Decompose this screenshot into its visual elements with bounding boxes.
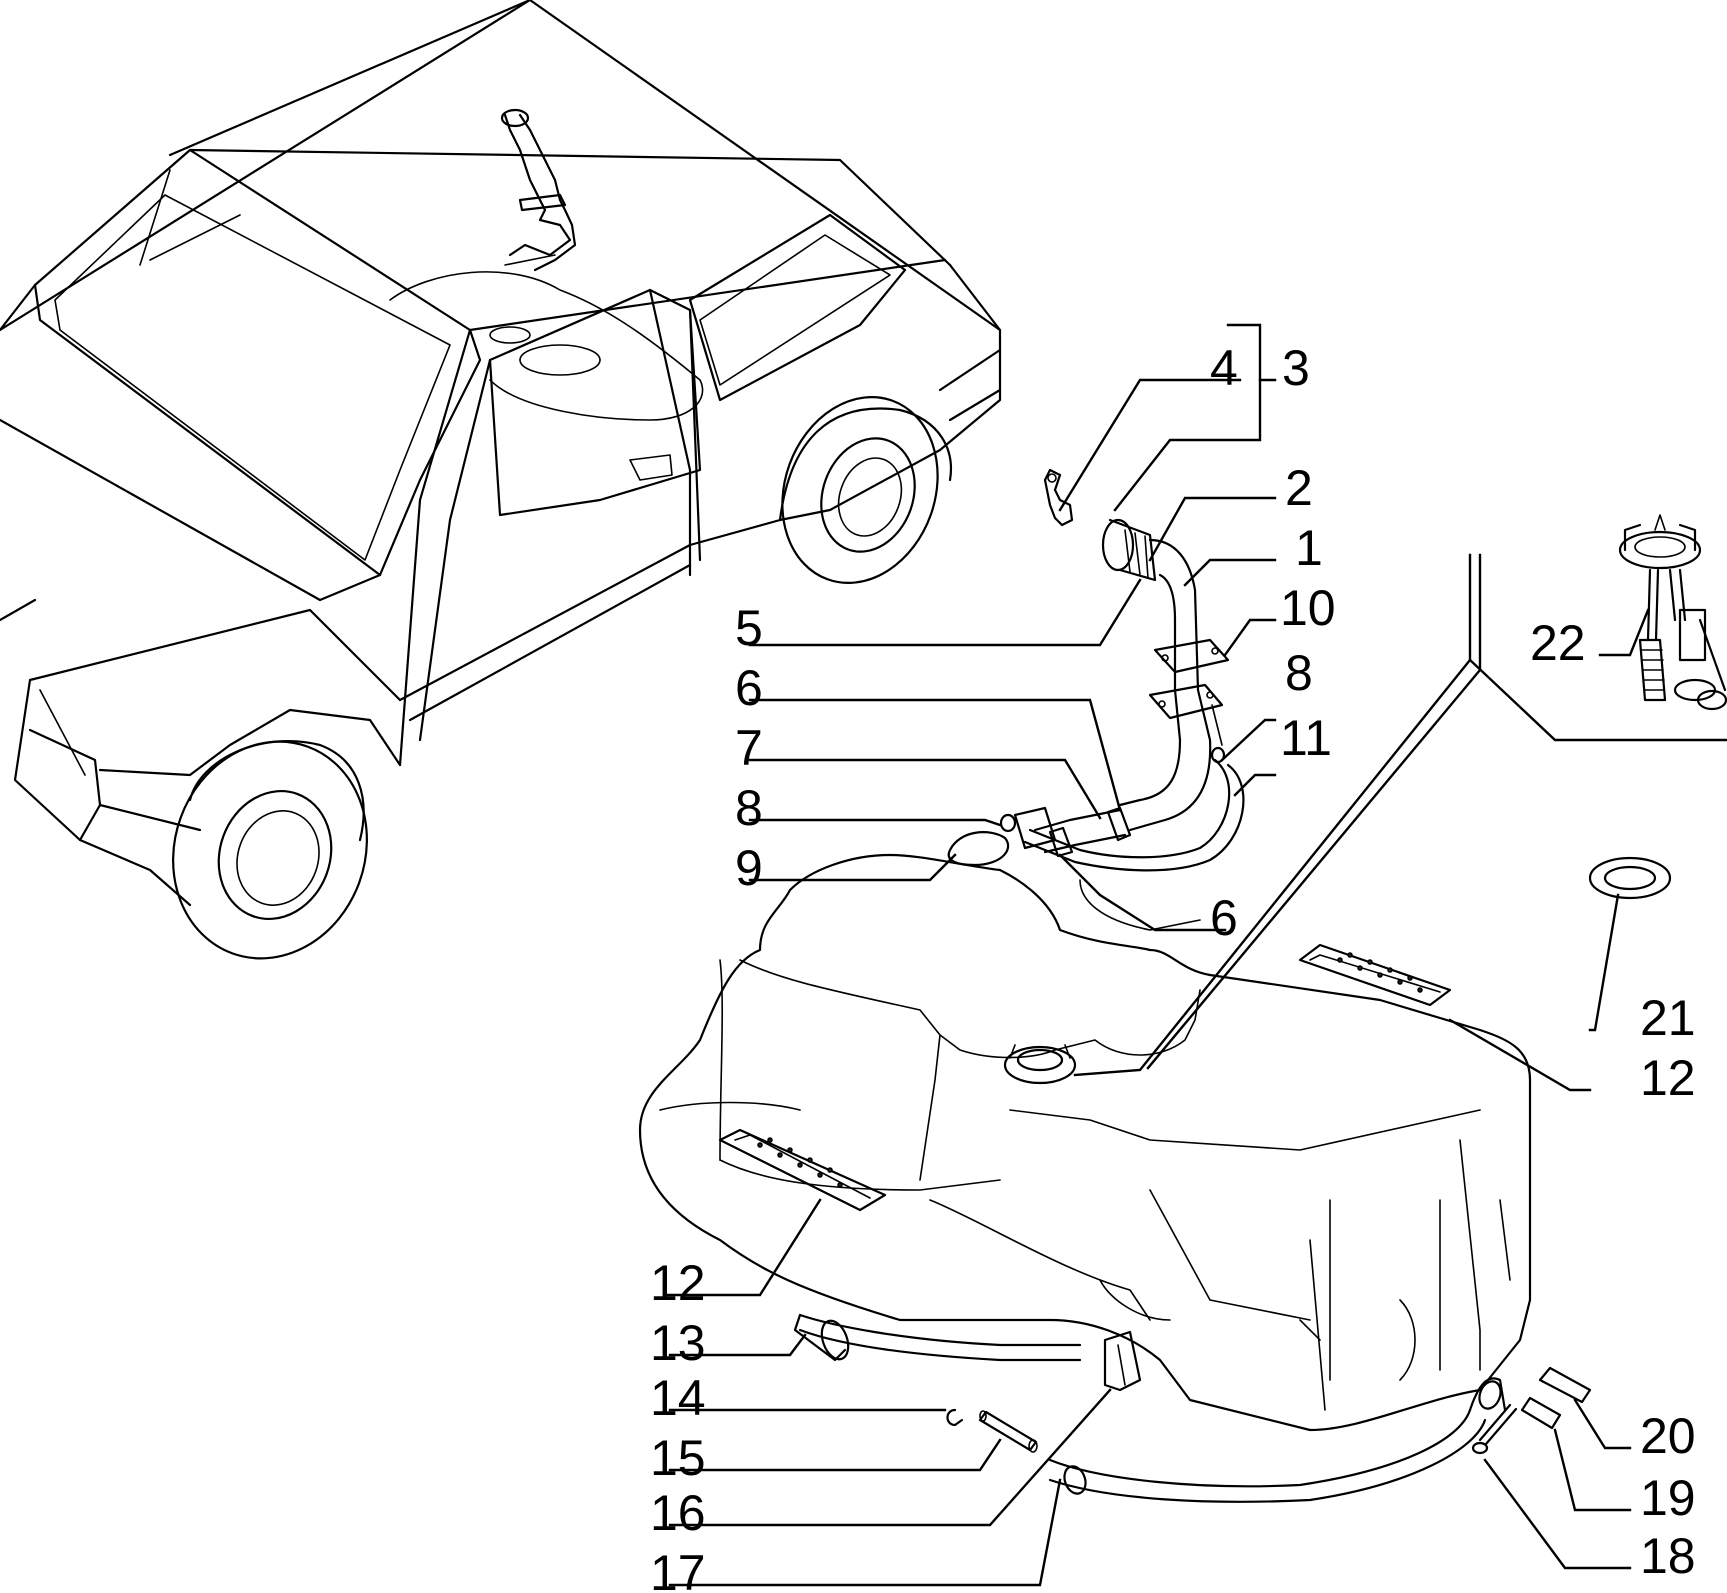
callout-13: 13: [650, 1315, 706, 1371]
callout-8-lower: 8: [735, 780, 763, 836]
callout-11: 11: [1280, 710, 1332, 766]
callout-18: 18: [1640, 1528, 1696, 1584]
callout-labels: 1 2 3 4 5 6 6 7 8 8 9 10 11 12 12 13 14 …: [650, 340, 1696, 1593]
tank-straps: [793, 1313, 1592, 1503]
callout-3: 3: [1282, 340, 1310, 396]
seal-ring: [1588, 856, 1672, 900]
callout-22: 22: [1530, 615, 1586, 671]
callout-17: 17: [650, 1545, 706, 1593]
callout-19: 19: [1640, 1470, 1696, 1526]
callout-16: 16: [650, 1485, 706, 1541]
callout-2: 2: [1285, 460, 1313, 516]
callout-21: 21: [1640, 990, 1696, 1046]
divider-lines: [1073, 553, 1727, 1077]
filler-neck-assembly: [947, 468, 1245, 872]
callout-14: 14: [650, 1370, 706, 1426]
callout-15: 15: [650, 1430, 706, 1486]
callout-20: 20: [1640, 1408, 1696, 1464]
callout-12-left: 12: [650, 1255, 706, 1311]
callout-9: 9: [735, 840, 763, 896]
callout-8-upper: 8: [1285, 645, 1313, 701]
callout-7: 7: [735, 720, 763, 776]
callout-12-right: 12: [1640, 1050, 1696, 1106]
fuel-pump-sender: [1618, 514, 1727, 711]
callout-1: 1: [1295, 520, 1323, 576]
callout-6-upper: 6: [735, 660, 763, 716]
callout-10: 10: [1280, 580, 1336, 636]
callout-6-lower: 6: [1210, 890, 1238, 946]
leader-lines: [663, 323, 1650, 1587]
callout-5: 5: [735, 600, 763, 656]
fuel-tank: [638, 853, 1532, 1432]
callout-4: 4: [1210, 340, 1238, 396]
car-outline: [0, 0, 1002, 960]
